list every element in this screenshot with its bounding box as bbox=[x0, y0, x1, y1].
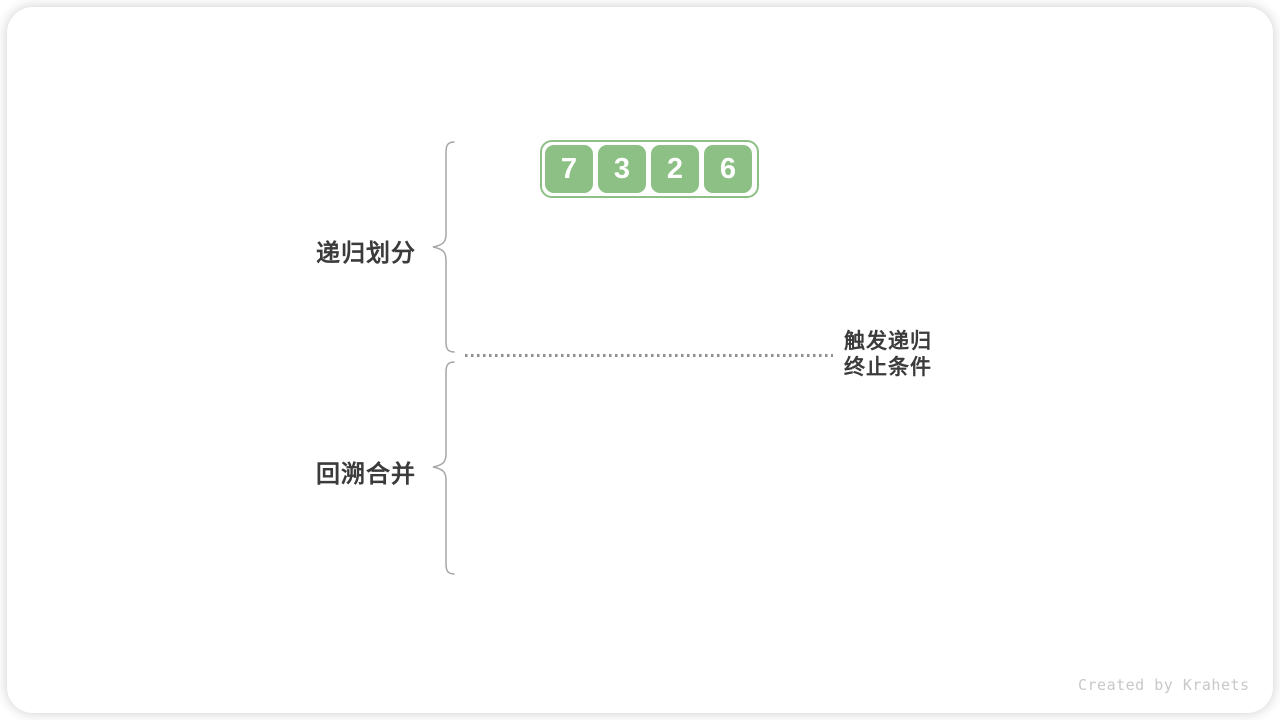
figure-card bbox=[7, 7, 1273, 713]
array-container: 7 3 2 6 bbox=[540, 140, 759, 198]
termination-condition-line1: 触发递归 bbox=[844, 330, 932, 353]
array-cell: 3 bbox=[598, 145, 646, 193]
curly-brace-bottom bbox=[432, 361, 455, 575]
termination-condition-line2: 终止条件 bbox=[844, 356, 932, 379]
termination-condition-label: 触发递归 终止条件 bbox=[844, 329, 932, 381]
phase-label-recursive-division: 递归划分 bbox=[316, 240, 416, 267]
array-cell: 2 bbox=[651, 145, 699, 193]
array-cell: 7 bbox=[545, 145, 593, 193]
phase-label-backtrack-merge: 回溯合并 bbox=[316, 461, 416, 488]
termination-dotted-line bbox=[465, 354, 833, 357]
array-cell: 6 bbox=[704, 145, 752, 193]
curly-brace-top bbox=[432, 141, 455, 353]
watermark-credit: Created by Krahets bbox=[1078, 676, 1250, 694]
